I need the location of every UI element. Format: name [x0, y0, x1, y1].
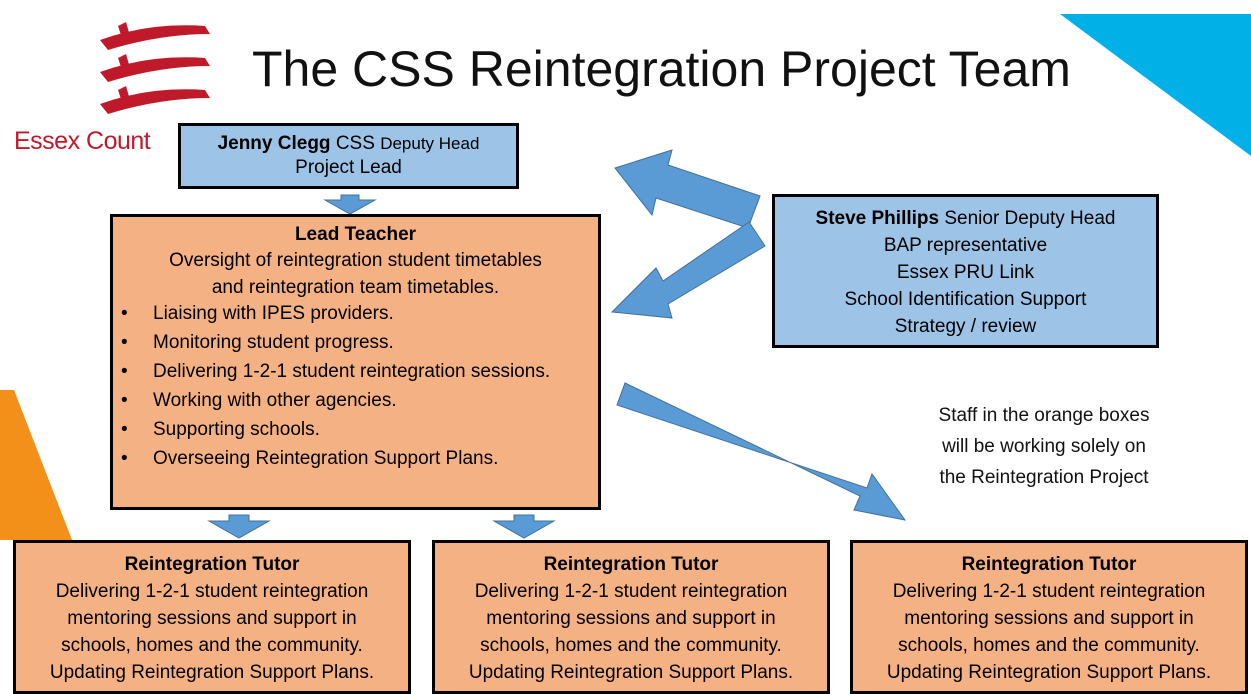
reintegration-tutor-box: Reintegration Tutor Delivering 1-2-1 stu… [13, 540, 411, 694]
tutor-line: schools, homes and the community. [480, 635, 782, 656]
steve-name: Steve Phillips [815, 208, 940, 229]
tutor-line: mentoring sessions and support in [486, 608, 776, 629]
bullet: • [121, 419, 128, 440]
arrow-down-lead-tutor2 [492, 514, 556, 539]
tutor-line: schools, homes and the community. [898, 635, 1200, 656]
bullet: • [121, 332, 128, 353]
list-item: • Delivering 1-2-1 student reintegration … [121, 360, 590, 384]
jenny-role: CSS [335, 133, 375, 154]
list-item-text: Monitoring student progress. [153, 332, 394, 353]
lead-intro-line: Oversight of reintegration student timet… [169, 250, 542, 271]
list-item: • Monitoring student progress. [121, 331, 590, 355]
list-item-text: Overseeing Reintegration Support Plans. [153, 448, 499, 469]
jenny-clegg-box: Jenny Clegg CSS Deputy Head Project Lead [178, 123, 519, 189]
tutor-line: Updating Reintegration Support Plans. [468, 662, 794, 683]
staff-note: Staff in the orange boxes will be workin… [905, 400, 1183, 493]
note-line: the Reintegration Project [939, 467, 1149, 488]
steve-role: Senior Deputy Head [944, 208, 1116, 229]
tutor-line: Delivering 1-2-1 student reintegration [892, 581, 1206, 602]
tutor-heading: Reintegration Tutor [124, 554, 300, 575]
note-line: Staff in the orange boxes [938, 405, 1150, 426]
jenny-name: Jenny Clegg [217, 133, 331, 154]
steve-phillips-box: Steve Phillips Senior Deputy Head BAP re… [772, 194, 1159, 348]
arrow-steve-to-jenny [614, 149, 761, 229]
list-item: • Overseeing Reintegration Support Plans. [121, 447, 590, 471]
logo-text: Essex Count [14, 127, 151, 155]
reintegration-tutor-box: Reintegration Tutor Delivering 1-2-1 stu… [432, 540, 830, 694]
arrow-lead-to-tutor3 [616, 382, 907, 521]
list-item-text: Working with other agencies. [153, 390, 397, 411]
tutor-line: mentoring sessions and support in [904, 608, 1194, 629]
tutor-heading: Reintegration Tutor [543, 554, 719, 575]
lead-intro-line: and reintegration team timetables. [211, 277, 500, 298]
note-line: will be working solely on [942, 436, 1146, 457]
tutor-line: schools, homes and the community. [61, 635, 363, 656]
tutor-line: Delivering 1-2-1 student reintegration [474, 581, 788, 602]
arrow-steve-to-lead [610, 221, 766, 319]
essex-seaxes-icon [100, 22, 210, 114]
bullet: • [121, 361, 128, 382]
jenny-line2: Project Lead [295, 157, 402, 178]
bullet: • [121, 390, 128, 411]
reintegration-tutor-box: Reintegration Tutor Delivering 1-2-1 stu… [850, 540, 1248, 694]
corner-orange-triangle [0, 390, 72, 540]
tutor-heading: Reintegration Tutor [961, 554, 1137, 575]
list-item-text: Liaising with IPES providers. [153, 303, 394, 324]
jenny-role-detail: Deputy Head [380, 134, 480, 153]
list-item: • Working with other agencies. [121, 389, 590, 413]
tutor-line: Delivering 1-2-1 student reintegration [55, 581, 369, 602]
steve-line: Essex PRU Link [896, 262, 1035, 283]
steve-line: Strategy / review [894, 316, 1037, 337]
bullet: • [121, 448, 128, 469]
bullet: • [121, 303, 128, 324]
steve-line: BAP representative [883, 235, 1048, 256]
tutor-line: mentoring sessions and support in [67, 608, 357, 629]
tutor-line: Updating Reintegration Support Plans. [886, 662, 1212, 683]
list-item: • Liaising with IPES providers. [121, 302, 590, 326]
arrow-down-jenny-lead [323, 194, 377, 215]
lead-teacher-box: Lead Teacher Oversight of reintegration … [110, 214, 601, 510]
arrow-down-lead-tutor1 [207, 514, 271, 539]
steve-line: School Identification Support [844, 289, 1087, 310]
list-item-text: Supporting schools. [153, 419, 320, 440]
tutor-line: Updating Reintegration Support Plans. [49, 662, 375, 683]
lead-heading: Lead Teacher [294, 224, 417, 245]
lead-bullet-list: • Liaising with IPES providers. • Monitori… [121, 302, 590, 471]
list-item: • Supporting schools. [121, 418, 590, 442]
page-title: The CSS Reintegration Project Team [252, 41, 1071, 97]
list-item-text: Delivering 1-2-1 student reintegration s… [153, 361, 551, 382]
corner-blue-triangle [1060, 14, 1251, 156]
